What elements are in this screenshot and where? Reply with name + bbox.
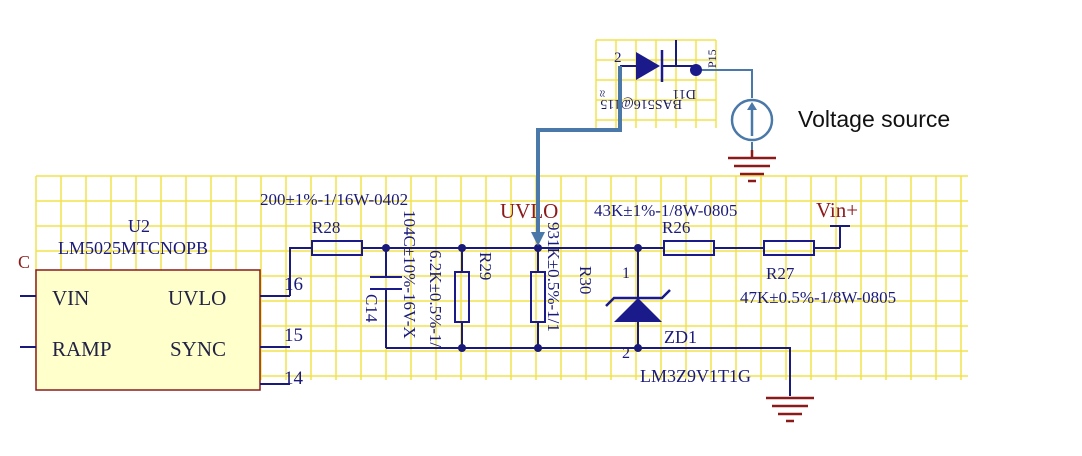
vin-plus-net-label: Vin+ [816,198,858,222]
r26-body [663,240,715,256]
uvlo-pointer-arrowhead [531,232,545,246]
r27-ref: R27 [766,264,795,283]
grid-top [595,39,717,128]
r30-body [530,271,546,323]
d11-part: BAS516@115 [600,96,682,111]
r30-value: 931K±0.5%-1/1 [544,222,563,332]
u2-pin-ramp: RAMP [52,337,112,361]
r26-value: 43K±1%-1/8W-0805 [594,201,737,220]
r30-ref: R30 [576,266,595,294]
u2-part: LM5025MTCNOPB [58,238,208,258]
r29-body [454,271,470,323]
r29-value: 6.2K±0.5%-1/ [426,250,445,347]
pin-14-label: 14 [284,368,304,389]
u2-pin-uvlo: UVLO [168,286,226,310]
r27-value: 47K±0.5%-1/8W-0805 [740,288,896,307]
u2-pin-vin: VIN [52,286,89,310]
r27-body [763,240,815,256]
u2-ref: U2 [128,216,150,236]
r26-ref: R26 [662,218,690,237]
pin-15-label: 15 [284,325,303,346]
uvlo-net-label: UVLO [500,199,558,223]
annotation-wires [536,66,753,242]
r29-ref: R29 [476,252,495,280]
r28-body [311,240,363,256]
zd1-ref: ZD1 [664,327,697,347]
d11-side-mark: ≈ [595,90,610,97]
voltage-source-symbol [730,98,774,142]
c14-ref: C14 [362,294,381,323]
ground-symbol-source [728,150,776,183]
zd1-pin1: 1 [622,265,630,282]
u2-partial-mark: C [18,252,30,272]
zd1-part: LM3Z9V1T1G [640,366,751,386]
main-wires [289,222,850,396]
r28-value: 200±1%-1/16W-0402 [260,190,408,209]
ground-symbol-main [766,396,814,423]
u2-chip [20,269,290,391]
pin-16-label: 16 [284,274,303,295]
junction-dots [382,244,642,352]
voltage-source-label: Voltage source [798,106,950,132]
u2-pin-sync: SYNC [170,337,226,361]
d11-pin2: 2 [614,50,622,66]
zd1-body [605,289,671,322]
c14-body [370,276,402,290]
c14-value: 104C±10%-16V-X [400,210,419,339]
zd1-pin2: 2 [622,345,630,362]
r28-ref: R28 [312,218,340,237]
d11-body [620,40,702,82]
d11-pin-ref: P15 [705,49,719,68]
d11-ref: D11 [672,86,696,101]
